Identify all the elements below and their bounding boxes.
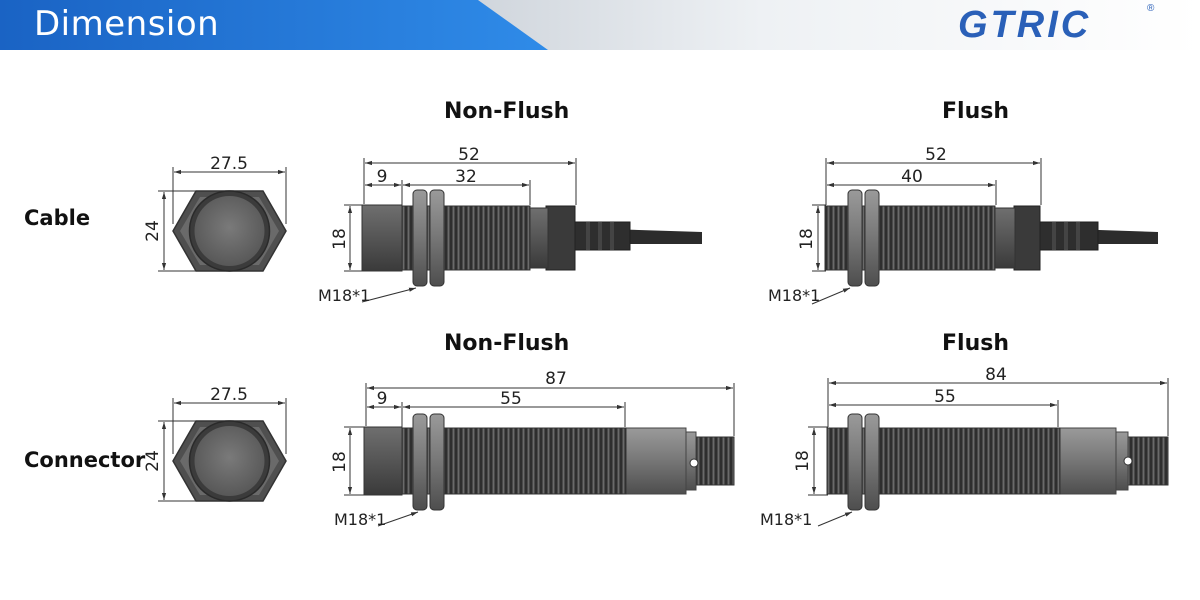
sensor-cable-flush xyxy=(824,189,1158,287)
dim-conn-flush-diameter: 18 xyxy=(793,450,813,472)
dim-conn-flush-thread: 55 xyxy=(934,387,956,407)
dim-hex-width-cable: 27.5 xyxy=(210,154,248,174)
row-label-connector: Connector xyxy=(24,448,146,472)
brand-logo: GTRIC xyxy=(958,4,1092,46)
dim-cable-nonflush-thread-spec: M18*1 xyxy=(318,286,370,305)
sensor-connector-flush xyxy=(826,413,1169,511)
registered-mark: ® xyxy=(1147,3,1155,14)
dim-cable-nonflush-thread: 32 xyxy=(455,167,477,187)
column-title-non-flush-top: Non-Flush xyxy=(444,99,570,124)
dim-conn-nonflush-diameter: 18 xyxy=(330,451,350,473)
dim-conn-nonflush-offset: 9 xyxy=(377,389,388,409)
dim-cable-flush-thread: 40 xyxy=(901,167,923,187)
column-title-flush-top: Flush xyxy=(942,99,1009,124)
dim-hex-height-cable: 24 xyxy=(143,220,163,242)
dim-cable-flush-total: 52 xyxy=(925,145,947,165)
header-band xyxy=(0,0,1200,50)
column-title-non-flush-bottom: Non-Flush xyxy=(444,331,570,356)
dim-cable-nonflush-diameter: 18 xyxy=(330,228,350,250)
dim-cable-nonflush-total: 52 xyxy=(458,145,480,165)
hex-front-view-connector xyxy=(172,420,287,502)
dim-cable-nonflush-offset: 9 xyxy=(377,167,388,187)
dim-conn-flush-total: 84 xyxy=(985,365,1007,385)
dim-cable-flush-thread-spec: M18*1 xyxy=(768,286,820,305)
dim-conn-nonflush-thread-spec: M18*1 xyxy=(334,510,386,529)
row-label-cable: Cable xyxy=(24,206,91,230)
sensor-cable-non-flush xyxy=(361,189,702,287)
dim-hex-width-connector: 27.5 xyxy=(210,385,248,405)
column-title-flush-bottom: Flush xyxy=(942,331,1009,356)
sensor-connector-non-flush xyxy=(363,413,735,511)
hex-front-view-cable xyxy=(172,190,287,272)
dim-conn-nonflush-total: 87 xyxy=(545,369,567,389)
dim-conn-flush-thread-spec: M18*1 xyxy=(760,510,812,529)
dim-cable-flush-diameter: 18 xyxy=(797,228,817,250)
page-title: Dimension xyxy=(34,4,220,44)
dim-hex-height-connector: 24 xyxy=(143,450,163,472)
dim-conn-nonflush-thread: 55 xyxy=(500,389,522,409)
